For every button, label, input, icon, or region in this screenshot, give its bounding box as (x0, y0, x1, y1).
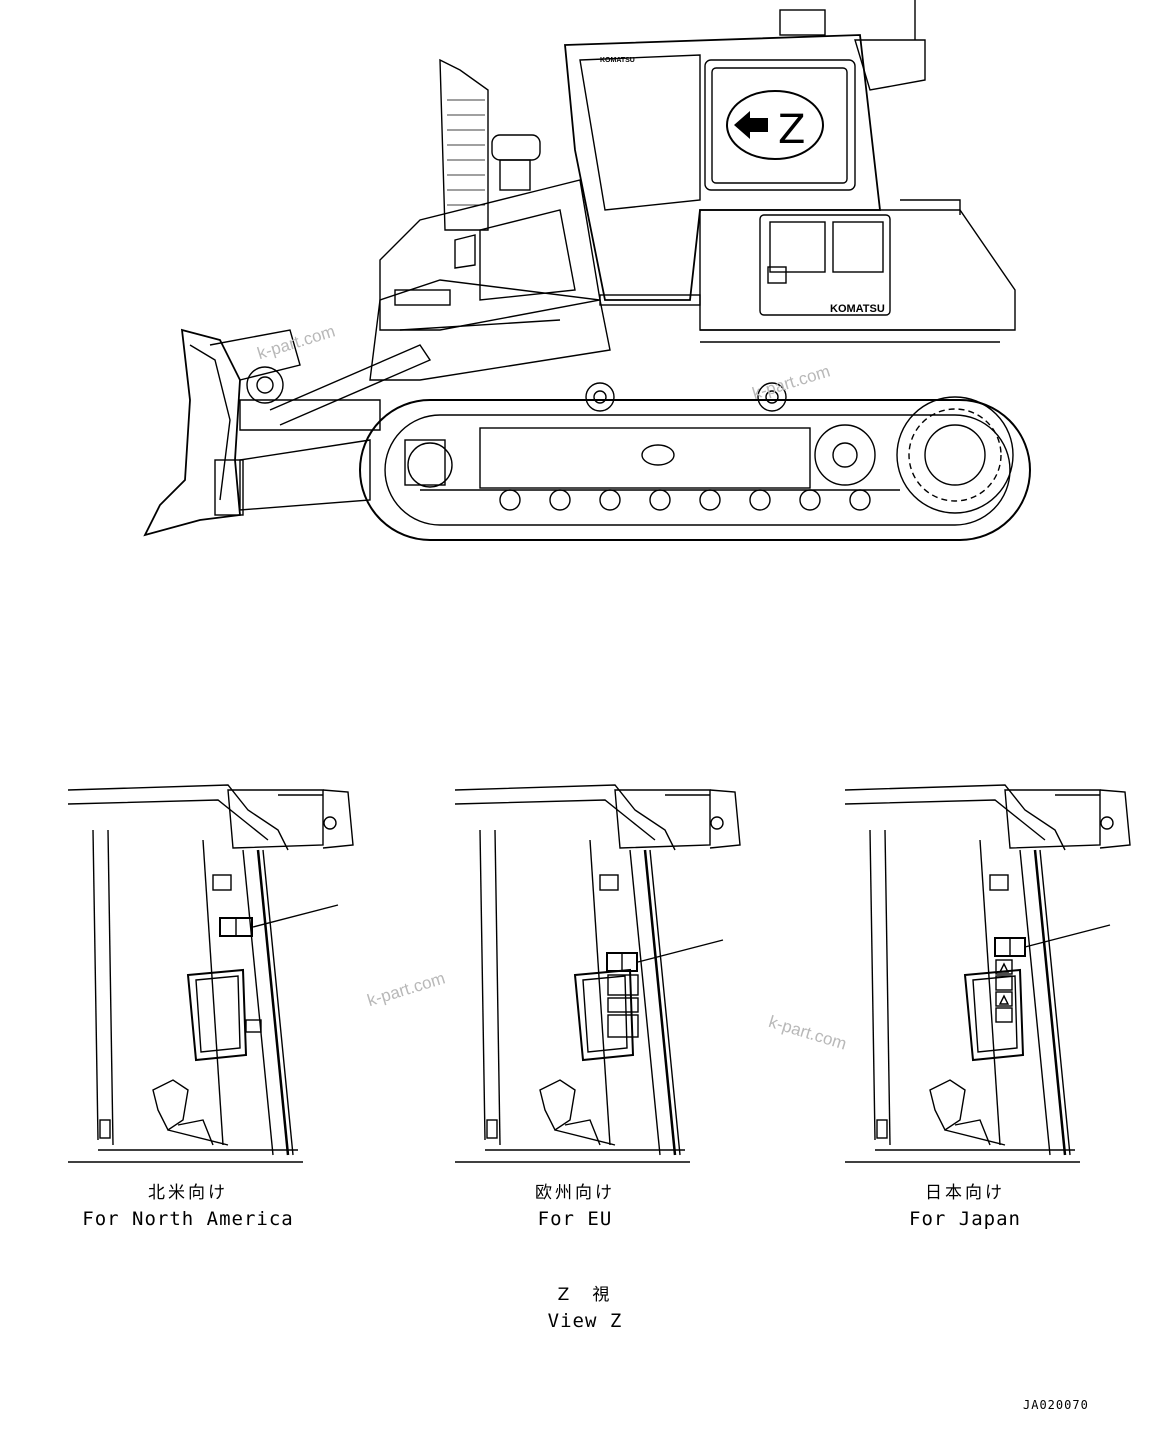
cab-window (704, 59, 856, 191)
caption-japan: 日本向け For Japan (845, 1180, 1085, 1232)
track-inner (384, 414, 1011, 526)
view-z-marker (726, 90, 824, 160)
track-outline (359, 399, 1031, 541)
brand-label-rear: KOMATSU (830, 303, 885, 315)
panel-japan (843, 783, 1132, 1164)
view-arrow-icon (734, 111, 768, 139)
view-z-label: Z (778, 107, 805, 153)
engine-hood (379, 179, 601, 331)
exhaust-stack (439, 58, 489, 231)
track-rollers (499, 489, 871, 511)
caption-jp: 欧州向け (535, 1183, 615, 1203)
caption-en: For North America (82, 1208, 294, 1230)
drawing-code: JA020070 (1023, 1398, 1089, 1412)
sprocket (896, 396, 1014, 514)
lift-arm (239, 399, 381, 431)
caption-en: For EU (537, 1208, 613, 1230)
caption-eu: 欧州向け For EU (455, 1180, 695, 1232)
caption-north-america: 北米向け For North America (68, 1180, 308, 1232)
view-z-caption: Z 視 View Z (485, 1282, 685, 1334)
caption-en: For Japan (909, 1208, 1021, 1230)
rear-body (699, 209, 1016, 331)
panel-north-america (66, 783, 355, 1164)
view-z-caption-en: View Z (547, 1310, 623, 1332)
brand-label-cab: KOMATSU (600, 57, 635, 64)
view-z-caption-jp: Z 視 (557, 1285, 613, 1305)
cab (564, 34, 882, 301)
carrier-roller (585, 382, 615, 412)
caption-jp: 日本向け (925, 1183, 1005, 1203)
dozer-blade (143, 328, 241, 537)
caption-jp: 北米向け (148, 1183, 228, 1203)
cab-door-window (579, 54, 701, 211)
idler (814, 424, 876, 486)
panel-eu (453, 783, 742, 1164)
